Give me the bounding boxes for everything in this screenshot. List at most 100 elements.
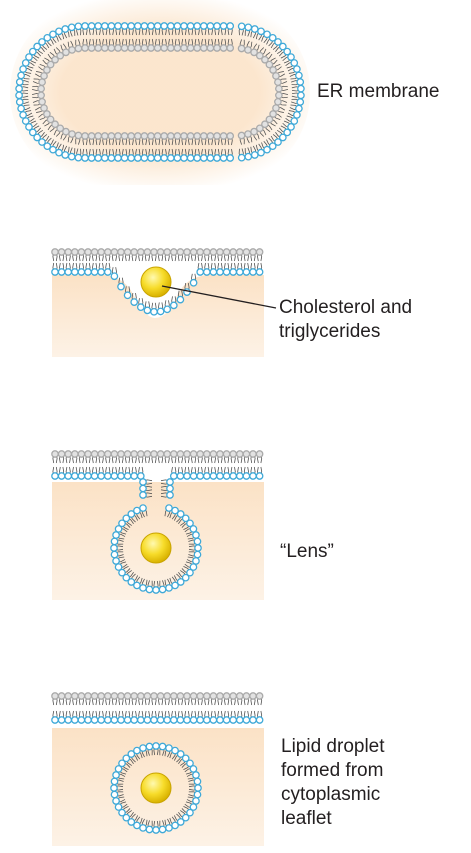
luminal-lipid xyxy=(180,44,188,52)
cytoplasmic-lipid xyxy=(100,22,109,30)
luminal-lipid xyxy=(255,124,264,133)
luminal-lipid xyxy=(51,450,59,458)
cytoplasmic-lipid xyxy=(127,818,136,826)
cytoplasmic-lipid xyxy=(33,42,42,51)
cytoplasmic-lipid xyxy=(147,154,155,162)
cytoplasmic-lipid xyxy=(77,268,86,276)
cytoplasmic-lipid xyxy=(209,472,218,480)
luminal-lipid xyxy=(110,692,119,700)
cytoplasmic-lipid xyxy=(283,47,292,56)
cytoplasmic-lipid xyxy=(130,472,139,480)
cytoplasmic-lipid xyxy=(158,742,167,751)
cytoplasmic-lipid xyxy=(64,472,73,480)
luminal-lipid xyxy=(216,450,224,458)
cytoplasmic-lipid xyxy=(283,128,292,137)
cytoplasmic-lipid xyxy=(287,123,295,131)
cytoplasmic-lipid xyxy=(94,22,103,30)
cytoplasmic-lipid xyxy=(202,472,211,480)
cytoplasmic-lipid xyxy=(196,268,205,276)
luminal-lipid xyxy=(166,44,175,52)
cytoplasmic-lipid xyxy=(171,746,179,755)
cytoplasmic-lipid xyxy=(196,716,205,724)
luminal-lipid xyxy=(274,78,282,87)
luminal-lipid xyxy=(269,110,277,118)
cytoplasmic-lipid xyxy=(77,716,86,724)
luminal-lipid xyxy=(261,55,269,64)
luminal-lipid xyxy=(199,44,208,52)
cytoplasmic-lipid xyxy=(67,152,76,161)
cytoplasmic-lipid xyxy=(77,472,86,480)
luminal-lipid xyxy=(103,248,112,256)
cytoplasmic-lipid xyxy=(84,268,92,276)
cytoplasmic-lipid xyxy=(235,716,244,724)
cytoplasmic-lipid xyxy=(70,268,79,276)
luminal-lipid xyxy=(87,44,96,52)
cytoplasmic-lipid xyxy=(100,154,109,162)
cytoplasmic-leaflet-3 xyxy=(51,466,264,499)
cytoplasmic-lipid xyxy=(139,478,147,486)
cytoplasmic-lipid xyxy=(189,765,198,773)
luminal-lipid xyxy=(235,248,244,256)
cytoplasmic-lipid xyxy=(110,272,119,281)
luminal-lipid xyxy=(237,44,246,53)
luminal-lipid xyxy=(100,132,109,140)
luminal-lipid xyxy=(70,248,79,256)
cytoplasmic-lipid xyxy=(152,586,160,594)
cytoplasmic-lipid xyxy=(206,22,215,30)
cytoplasmic-lipid xyxy=(70,716,79,724)
cytoplasmic-lipid xyxy=(166,491,174,499)
cytoplasmic-lipid xyxy=(123,716,132,724)
cytoplasmic-lipid xyxy=(127,750,136,758)
cytoplasmic-lipid xyxy=(193,777,202,786)
luminal-lipid xyxy=(81,44,89,52)
luminal-lipid xyxy=(173,132,182,140)
cytoplasmic-lipid xyxy=(176,750,185,758)
luminal-lipid xyxy=(123,450,132,458)
luminal-lipid xyxy=(261,120,269,129)
luminal-lipid xyxy=(255,692,264,700)
cytoplasmic-lipid xyxy=(263,30,271,39)
luminal-lipid xyxy=(222,248,231,256)
lipid-core-4 xyxy=(140,772,172,804)
cytoplasmic-lipid xyxy=(171,506,179,515)
cytoplasmic-lipid xyxy=(237,22,246,31)
luminal-lipid xyxy=(163,692,172,700)
cytoplasmic-lipid xyxy=(87,22,96,30)
cytoplasmic-lipid xyxy=(57,716,66,724)
luminal-lipid xyxy=(242,248,251,256)
luminal-lipid xyxy=(209,450,218,458)
luminal-lipid xyxy=(81,132,89,140)
luminal-lipid xyxy=(219,132,228,140)
cytoplasmic-lipid xyxy=(163,716,172,724)
cytoplasmic-lipid xyxy=(158,585,167,594)
luminal-lipid xyxy=(160,132,169,140)
luminal-lipid xyxy=(147,132,155,140)
luminal-lipid xyxy=(143,450,152,458)
lipid-droplet xyxy=(110,742,202,834)
cytoplasmic-lipid xyxy=(194,544,202,552)
luminal-lipid xyxy=(242,450,251,458)
cytoplasmic-lipid xyxy=(186,568,194,577)
cytoplasmic-lipid xyxy=(120,154,129,162)
cytoplasmic-lipid xyxy=(186,22,195,30)
luminal-lipid xyxy=(229,692,238,700)
lens-panel xyxy=(51,450,264,600)
luminal-lipid xyxy=(140,132,149,140)
cytoplasmic-lipid xyxy=(133,154,142,162)
cytoplasmic-lipid xyxy=(242,716,251,724)
luminal-leaflet-4 xyxy=(51,692,264,706)
luminal-lipid xyxy=(189,692,198,700)
luminal-lipid xyxy=(97,450,106,458)
cytoplasmic-lipid xyxy=(147,22,155,30)
luminal-lipid xyxy=(117,248,125,256)
cytoplasmic-lipid xyxy=(274,138,282,146)
cytoplasmic-lipid xyxy=(219,22,228,30)
cytoplasmic-lipid xyxy=(192,531,200,539)
lipid-droplet-panel xyxy=(51,692,264,846)
luminal-lipid xyxy=(272,104,280,112)
luminal-lipid xyxy=(216,692,224,700)
luminal-lipid xyxy=(183,692,191,700)
luminal-lipid xyxy=(156,692,165,700)
luminal-lipid xyxy=(183,450,191,458)
luminal-lipid xyxy=(136,450,145,458)
